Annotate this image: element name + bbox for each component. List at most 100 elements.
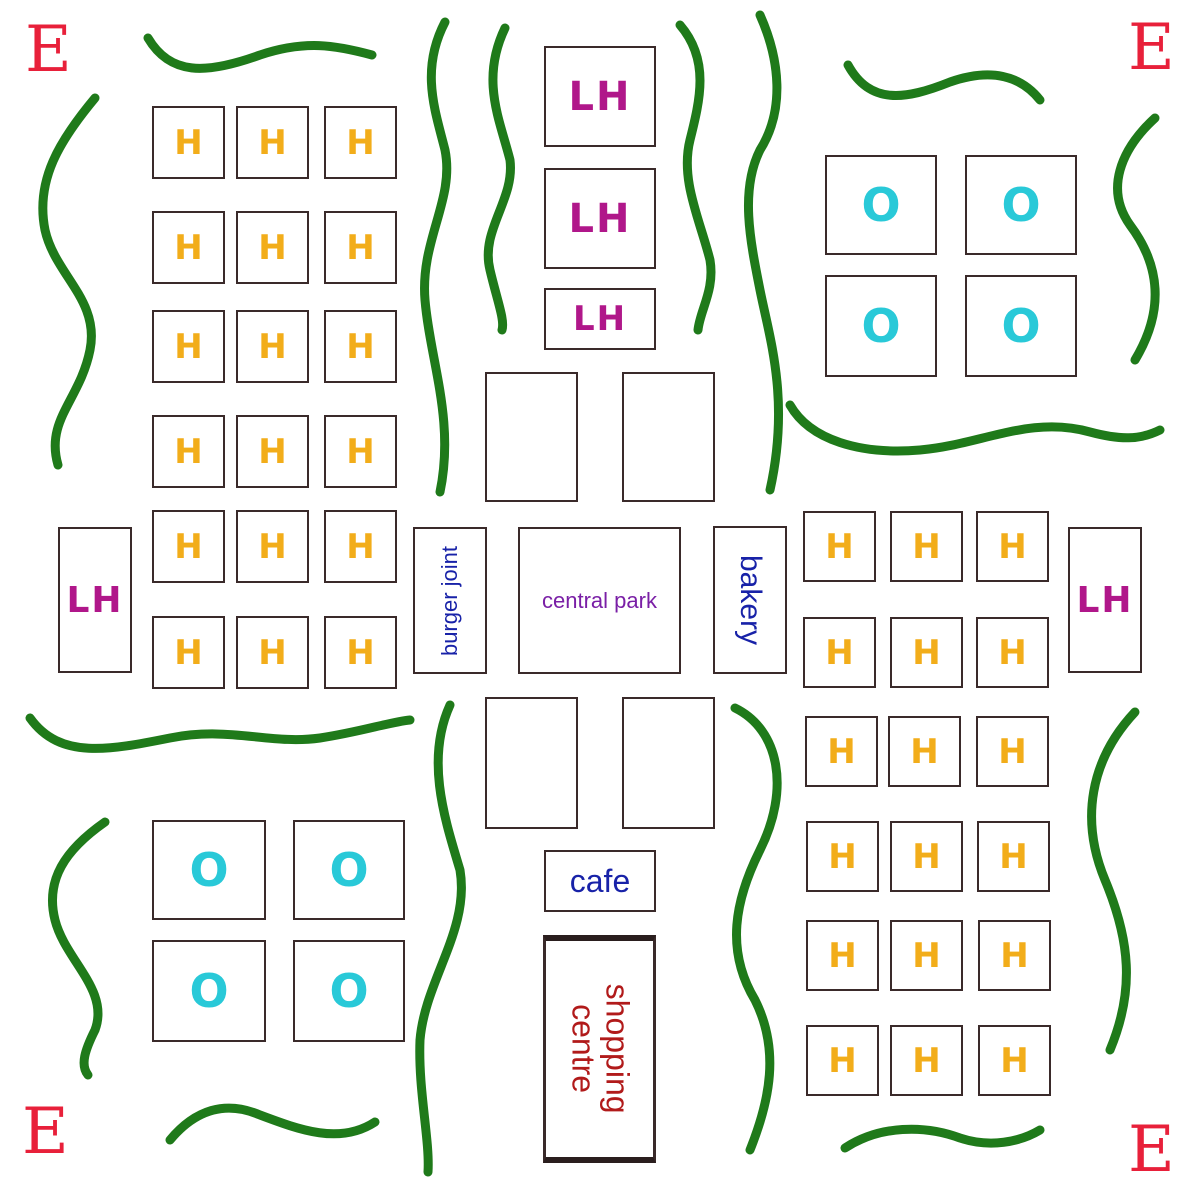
- tree-line-icon: [25, 713, 415, 753]
- house-label: H: [258, 431, 287, 472]
- open-space-label: O: [861, 299, 901, 353]
- shopping-centre-label-line1: shopping: [599, 984, 636, 1114]
- large-house-label: LH: [572, 299, 628, 339]
- house-block[interactable]: H: [152, 510, 225, 583]
- tree-line-icon: [38, 93, 100, 470]
- large-house-block[interactable]: LH: [1068, 527, 1142, 673]
- house-block[interactable]: H: [236, 106, 309, 179]
- large-house-block[interactable]: LH: [544, 288, 656, 350]
- house-label: H: [1000, 1040, 1029, 1081]
- house-block[interactable]: H: [806, 1025, 879, 1096]
- house-block[interactable]: H: [236, 510, 309, 583]
- house-label: H: [912, 935, 941, 976]
- empty-plot[interactable]: [622, 697, 715, 829]
- house-block[interactable]: H: [324, 510, 397, 583]
- house-block[interactable]: H: [805, 716, 878, 787]
- house-label: H: [346, 632, 375, 673]
- tree-line-icon: [730, 703, 782, 1155]
- house-label: H: [998, 526, 1027, 567]
- large-house-label: LH: [66, 579, 124, 621]
- tree-line-icon: [143, 33, 377, 73]
- open-space-label: O: [1001, 299, 1041, 353]
- open-space-block[interactable]: O: [152, 820, 266, 920]
- house-block[interactable]: H: [888, 716, 961, 787]
- empty-plot[interactable]: [622, 372, 715, 502]
- open-space-block[interactable]: O: [293, 940, 405, 1042]
- house-label: H: [825, 526, 854, 567]
- burger-joint-block[interactable]: burger joint: [413, 527, 487, 674]
- house-block[interactable]: H: [803, 511, 876, 582]
- house-block[interactable]: H: [152, 415, 225, 488]
- entrance-marker: E: [22, 1095, 69, 1169]
- burger-joint-label: burger joint: [437, 545, 463, 656]
- house-block[interactable]: H: [324, 310, 397, 383]
- house-label: H: [174, 632, 203, 673]
- house-block[interactable]: H: [890, 511, 963, 582]
- house-block[interactable]: H: [976, 511, 1049, 582]
- house-label: H: [910, 731, 939, 772]
- large-house-block[interactable]: LH: [544, 168, 656, 269]
- entrance-marker: E: [1128, 11, 1175, 85]
- house-block[interactable]: H: [803, 617, 876, 688]
- entrance-marker: E: [25, 13, 72, 87]
- house-block[interactable]: H: [890, 617, 963, 688]
- house-label: H: [912, 526, 941, 567]
- cafe-label: cafe: [569, 862, 631, 899]
- house-block[interactable]: H: [236, 415, 309, 488]
- house-block[interactable]: H: [236, 211, 309, 284]
- open-space-label: O: [189, 964, 229, 1018]
- house-label: H: [258, 227, 287, 268]
- open-space-label: O: [861, 178, 901, 232]
- house-block[interactable]: H: [236, 310, 309, 383]
- central-park-block[interactable]: central park: [518, 527, 681, 674]
- tree-line-icon: [1087, 707, 1140, 1055]
- open-space-block[interactable]: O: [965, 275, 1077, 377]
- tree-line-icon: [483, 23, 515, 335]
- empty-plot[interactable]: [485, 372, 578, 502]
- house-block[interactable]: H: [977, 821, 1050, 892]
- house-block[interactable]: H: [152, 310, 225, 383]
- cafe-block[interactable]: cafe: [544, 850, 656, 912]
- house-block[interactable]: H: [978, 1025, 1051, 1096]
- tree-line-icon: [744, 10, 784, 495]
- house-block[interactable]: H: [324, 415, 397, 488]
- house-label: H: [346, 526, 375, 567]
- open-space-block[interactable]: O: [965, 155, 1077, 255]
- open-space-block[interactable]: O: [293, 820, 405, 920]
- shopping-centre-block[interactable]: shopping centre: [543, 935, 656, 1163]
- house-block[interactable]: H: [152, 211, 225, 284]
- house-block[interactable]: H: [324, 211, 397, 284]
- house-block[interactable]: H: [976, 716, 1049, 787]
- house-block[interactable]: H: [806, 920, 879, 991]
- house-block[interactable]: H: [890, 1025, 963, 1096]
- large-house-block[interactable]: LH: [544, 46, 656, 147]
- house-label: H: [912, 632, 941, 673]
- open-space-label: O: [1001, 178, 1041, 232]
- house-label: H: [999, 836, 1028, 877]
- house-block[interactable]: H: [978, 920, 1051, 991]
- house-label: H: [346, 227, 375, 268]
- house-block[interactable]: H: [890, 920, 963, 991]
- house-label: H: [1000, 935, 1029, 976]
- open-space-block[interactable]: O: [825, 275, 937, 377]
- house-block[interactable]: H: [324, 616, 397, 689]
- open-space-block[interactable]: O: [152, 940, 266, 1042]
- house-block[interactable]: H: [152, 106, 225, 179]
- large-house-block[interactable]: LH: [58, 527, 132, 673]
- house-label: H: [258, 526, 287, 567]
- house-block[interactable]: H: [806, 821, 879, 892]
- tree-line-icon: [843, 60, 1045, 105]
- house-block[interactable]: H: [890, 821, 963, 892]
- house-block[interactable]: H: [976, 617, 1049, 688]
- open-space-block[interactable]: O: [825, 155, 937, 255]
- house-block[interactable]: H: [236, 616, 309, 689]
- tree-line-icon: [840, 1124, 1045, 1153]
- house-label: H: [998, 731, 1027, 772]
- bakery-block[interactable]: bakery: [713, 526, 787, 674]
- bakery-label: bakery: [734, 554, 768, 646]
- shopping-centre-label: shopping centre: [566, 984, 636, 1114]
- house-block[interactable]: H: [152, 616, 225, 689]
- house-block[interactable]: H: [324, 106, 397, 179]
- empty-plot[interactable]: [485, 697, 578, 829]
